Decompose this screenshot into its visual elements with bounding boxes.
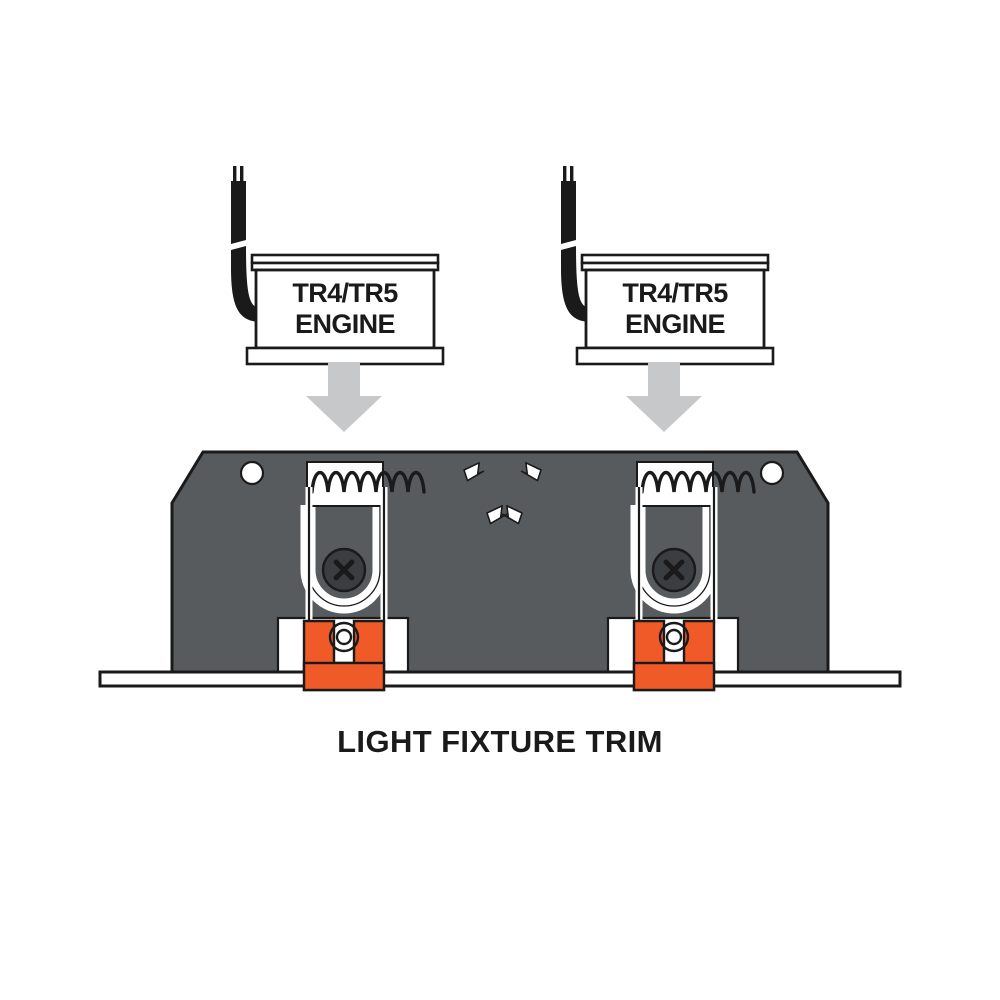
engine-label-line2-right: ENGINE xyxy=(625,309,725,339)
wire-curve-right xyxy=(561,246,592,322)
engine-bottom-flange-right xyxy=(575,346,775,366)
diagram-caption: LIGHT FIXTURE TRIM xyxy=(337,724,663,759)
orange-clip-foot-right xyxy=(632,661,716,692)
clip-ring-outer-right xyxy=(658,621,690,653)
wire-upper-segment-right xyxy=(561,181,576,244)
engine-body-right xyxy=(584,268,766,350)
wire-prongs-right xyxy=(563,166,574,181)
clip-ring-inner-left xyxy=(335,628,353,646)
screw-slot-left xyxy=(333,559,355,581)
screw-slot-right xyxy=(663,559,685,581)
clip-ring-outer-left xyxy=(328,621,360,653)
engine-bottom-flange-left xyxy=(245,346,445,366)
engine-module-right: TR4/TR5 ENGINE xyxy=(561,166,775,432)
wire-prongs-left xyxy=(233,166,244,181)
engine-label-line1-left: TR4/TR5 xyxy=(292,278,398,308)
wire-upper-segment-left xyxy=(231,181,246,244)
mounting-hole-left xyxy=(239,460,265,486)
wire-curve-left xyxy=(231,246,262,322)
mounting-hole-right xyxy=(759,460,785,486)
engine-label-line2-left: ENGINE xyxy=(295,309,395,339)
clip-assembly-right xyxy=(606,461,756,692)
ceiling-plane xyxy=(98,670,902,688)
engine-label-line1-right: TR4/TR5 xyxy=(622,278,728,308)
orange-clip-foot-left xyxy=(302,661,386,692)
clip-ring-inner-right xyxy=(665,628,683,646)
engine-module-left: TR4/TR5 ENGINE xyxy=(231,166,445,432)
